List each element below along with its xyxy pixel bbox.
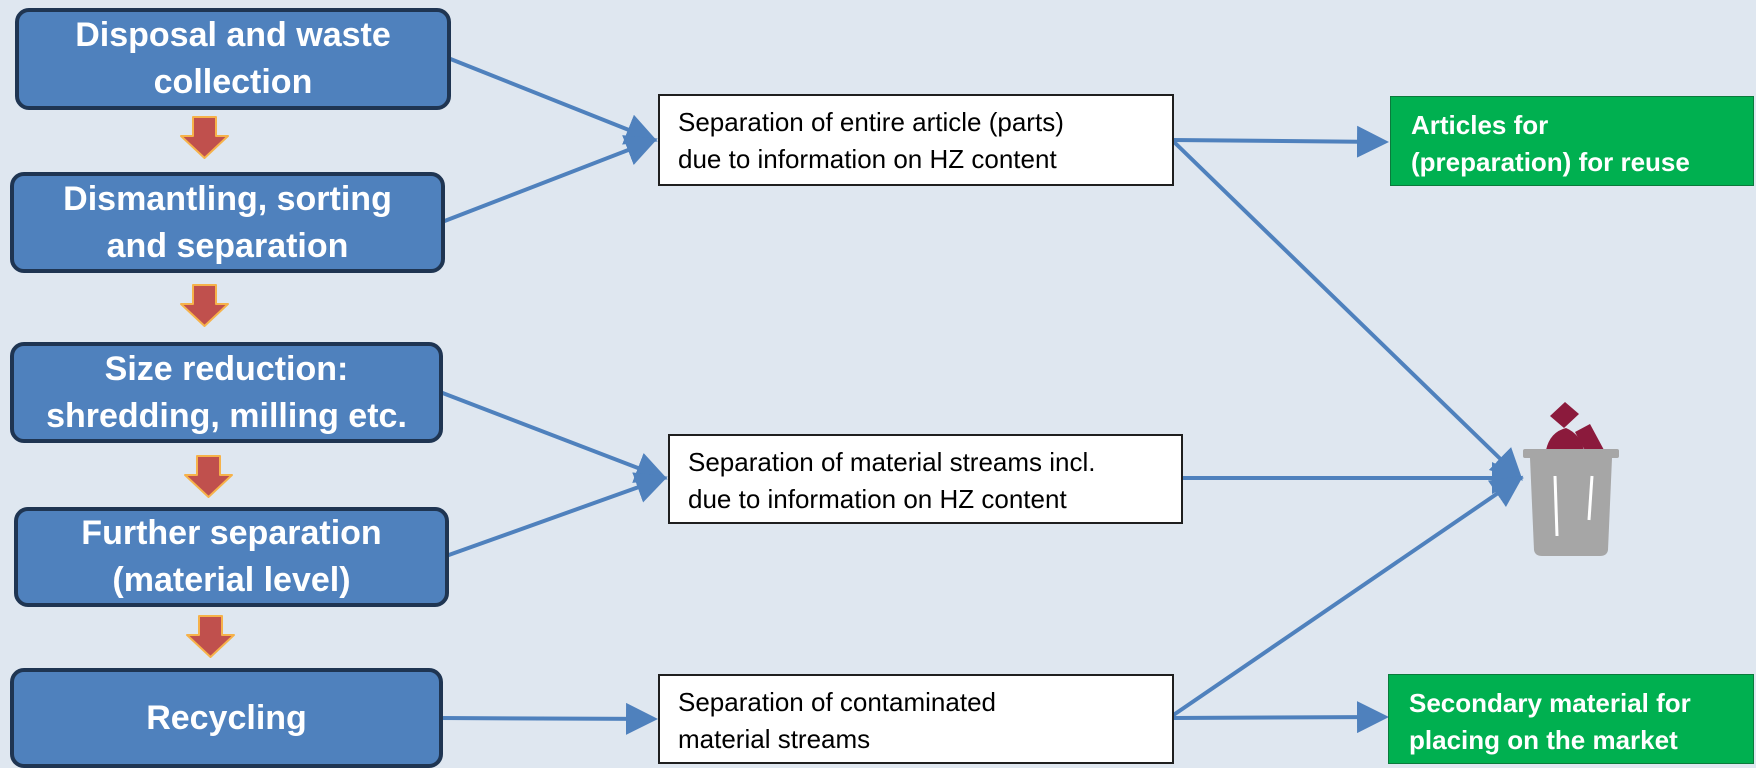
trash-bin-lid (1523, 449, 1619, 458)
separation-box-contaminated: Separation of contaminated material stre… (658, 674, 1174, 764)
waste-items (1546, 402, 1604, 456)
outcome-box-secondary-material: Secondary material for placing on the ma… (1388, 674, 1754, 764)
arrow-disposal-to-article-separation (447, 56, 658, 145)
trash-bin-body (1530, 458, 1612, 556)
arrow-article-separation-to-bin (1170, 138, 1523, 481)
separation-box-material-streams: Separation of material streams incl. due… (668, 434, 1183, 524)
process-step-disposal: Disposal and waste collection (15, 8, 451, 110)
process-step-recycling: Recycling (10, 668, 443, 768)
down-arrow-icon (184, 455, 233, 498)
arrow-size-reduction-to-stream-separation (439, 390, 668, 483)
arrow-further-separation-to-stream-separation (445, 472, 668, 558)
process-step-size-reduction: Size reduction: shredding, milling etc. (10, 342, 443, 443)
separation-box-article: Separation of entire article (parts) due… (658, 94, 1174, 186)
process-step-further-separation: Further separation (material level) (14, 507, 449, 607)
arrow-dismantling-to-article-separation (441, 135, 658, 224)
down-arrow-icon (186, 615, 235, 658)
down-arrow-icon (180, 116, 229, 159)
outcome-box-reuse: Articles for (preparation) for reuse (1390, 96, 1754, 186)
arrow-contaminated-separation-to-secondary-material (1171, 701, 1389, 734)
process-step-dismantling: Dismantling, sorting and separation (10, 172, 445, 273)
arrow-contaminated-separation-to-bin (1170, 475, 1524, 718)
down-arrow-icon (180, 284, 229, 327)
arrow-article-separation-to-reuse (1171, 125, 1389, 158)
arrow-recycling-to-contaminated-separation (439, 702, 658, 735)
